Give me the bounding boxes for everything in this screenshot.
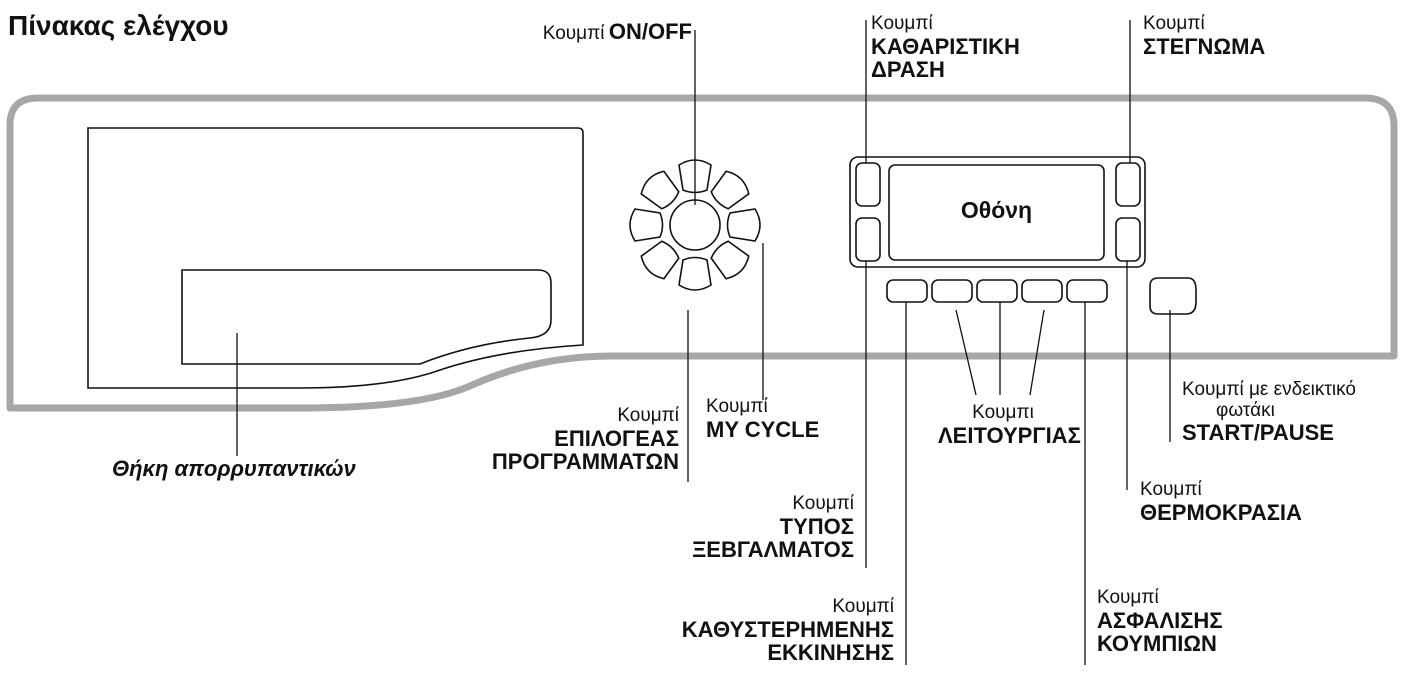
knob-segment xyxy=(640,240,680,280)
label-prefix: Κουμπί xyxy=(1143,13,1205,34)
label-name: MY CYCLE xyxy=(706,416,820,442)
label-name-line: ΠΡΟΓΡΑΜΜΑΤΩΝ xyxy=(491,449,679,475)
knob-segment xyxy=(678,159,712,194)
label-name-line: ΕΚΚΙΝΗΣΗΣ xyxy=(767,640,894,666)
label-name: ON/OFF xyxy=(608,19,692,44)
label-name-line: ΚΑΘΥΣΤΕΡΗΜΕΝΗΣ xyxy=(681,616,894,642)
label-name-line: ΚΟΥΜΠΙΩΝ xyxy=(1097,631,1217,657)
knob-segment xyxy=(678,256,712,291)
knob-segment xyxy=(640,170,680,210)
cleaning-action-button xyxy=(855,162,881,207)
label-name: ΛΕΙΤΟΥΡΓΙΑΣ xyxy=(938,422,1081,448)
label-name: ΣΤΕΓΝΩΜΑ xyxy=(1143,33,1266,59)
label-prefix: Κουμπί xyxy=(542,23,605,44)
display-frame xyxy=(849,156,1146,268)
label-prefix: Κουμπί xyxy=(706,396,768,417)
label-prefix: Κουμπί xyxy=(871,13,933,34)
drying-button xyxy=(1115,162,1141,207)
label-rinse-type: Κουμπί ΤΥΠΟΣ ΞΕΒΓΑΛΜΑΤΟΣ xyxy=(692,493,854,563)
label-name-line: ΔΡΑΣΗ xyxy=(871,57,945,83)
leader-function-3 xyxy=(1029,309,1045,396)
label-program-selector: Κουμπί ΕΠΙΛΟΓΕΑΣ ΠΡΟΓΡΑΜΜΑΤΩΝ xyxy=(491,405,679,475)
detergent-drawer-handle xyxy=(181,269,552,365)
label-delayed-start: Κουμπί ΚΑΘΥΣΤΕΡΗΜΕΝΗΣ ΕΚΚΙΝΗΣΗΣ xyxy=(681,596,894,666)
label-prefix: Κουμπί xyxy=(1140,479,1202,500)
label-name: ΘΕΡΜΟΚΡΑΣΙΑ xyxy=(1140,499,1302,525)
knob-segment xyxy=(710,170,750,210)
function-button xyxy=(1021,279,1063,303)
display-label: Οθόνη xyxy=(960,197,1033,223)
key-lock-button xyxy=(1066,279,1108,303)
leader-function-1 xyxy=(955,309,977,396)
detergent-drawer xyxy=(87,127,584,389)
label-prefix: Κουμπί xyxy=(832,596,894,617)
label-prefix: Κουμπί xyxy=(617,405,679,426)
label-cleaning-action: Κουμπί ΚΑΘΑΡΙΣΤΙΚΗ ΔΡΑΣΗ xyxy=(871,13,1020,83)
function-button xyxy=(931,279,973,303)
label-prefix-line: Κουμπί με ενδεικτικό xyxy=(1182,379,1356,400)
label-key-lock: Κουμπί ΑΣΦΑΛΙΣΗΣ ΚΟΥΜΠΙΩΝ xyxy=(1097,587,1223,657)
detergent-drawer-label: Θήκη απορρυπαντικών xyxy=(112,456,356,481)
label-prefix: Κουμπί xyxy=(792,493,854,514)
label-prefix-line: φωτάκι xyxy=(1216,399,1275,421)
knob-segment xyxy=(726,208,761,242)
diagram-title: Πίνακας ελέγχου xyxy=(8,10,229,41)
label-name-line: ΞΕΒΓΑΛΜΑΤΟΣ xyxy=(692,537,854,563)
label-name-line: ΚΑΘΑΡΙΣΤΙΚΗ xyxy=(871,33,1020,59)
rinse-type-button xyxy=(855,217,881,262)
label-start-pause: Κουμπί με ενδεικτικό φωτάκι START/PAUSE xyxy=(1182,379,1356,446)
knob-segment xyxy=(629,208,664,242)
temperature-button xyxy=(1115,217,1141,262)
label-prefix: Κουμπι xyxy=(972,402,1034,423)
knob-segment xyxy=(710,240,750,280)
display-screen xyxy=(888,164,1105,261)
knob-center xyxy=(669,199,721,251)
label-name-line: ΑΣΦΑΛΙΣΗΣ xyxy=(1097,607,1223,633)
label-function: Κουμπι ΛΕΙΤΟΥΡΓΙΑΣ xyxy=(938,402,1081,448)
label-prefix: Κουμπί xyxy=(1097,587,1159,608)
start-pause-button xyxy=(1149,277,1197,315)
label-drying: Κουμπί ΣΤΕΓΝΩΜΑ xyxy=(1143,13,1266,59)
label-temperature: Κουμπί ΘΕΡΜΟΚΡΑΣΙΑ xyxy=(1140,479,1302,525)
label-on-off: Κουμπί ON/OFF xyxy=(543,20,692,45)
display-label-wrap: Οθόνη xyxy=(889,197,1104,224)
label-name-line: ΕΠΙΛΟΓΕΑΣ xyxy=(554,425,679,451)
function-button xyxy=(976,279,1018,303)
label-my-cycle: Κουμπί MY CYCLE xyxy=(706,396,820,442)
program-selector-knob xyxy=(629,159,761,291)
delayed-start-button xyxy=(886,279,928,303)
panel-outline xyxy=(6,94,1398,412)
label-name: START/PAUSE xyxy=(1182,420,1334,446)
label-name-line: ΤΥΠΟΣ xyxy=(779,513,854,539)
